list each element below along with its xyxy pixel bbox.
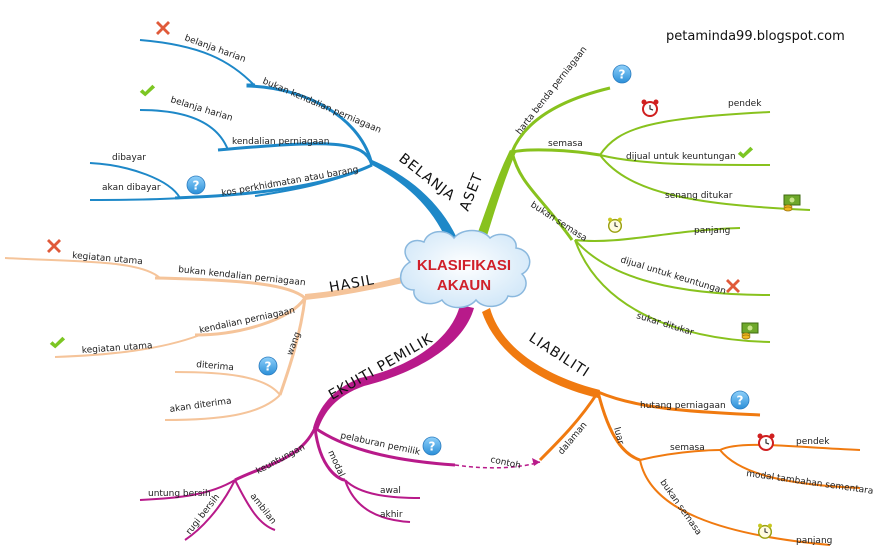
- belanja-dibayar: dibayar: [112, 153, 146, 163]
- aset-dijual-2: dijual untuk keuntungan: [619, 255, 727, 297]
- belanja-bukan-kendalian: bukan kendalian perniagaan: [261, 77, 383, 136]
- center-cloud: [400, 229, 531, 309]
- ekuiti-akhir: akhir: [380, 510, 403, 520]
- liabiliti-hutang: hutang perniagaan: [640, 401, 726, 411]
- ekuiti-keuntungan: keuntungan: [255, 443, 307, 477]
- center-title-line2: AKAUN: [437, 277, 491, 294]
- question-icon: [730, 390, 750, 410]
- liabiliti-semasa: semasa: [670, 443, 705, 453]
- check-icon: [737, 146, 754, 159]
- cross-icon: [47, 239, 61, 253]
- ekuiti-contoh: contoh: [489, 455, 521, 471]
- hasil-kegiatan-1: kegiatan utama: [72, 251, 143, 267]
- belanja-akan-dibayar: akan dibayar: [102, 183, 161, 193]
- belanja-harian-2: belanja harian: [169, 95, 234, 123]
- question-icon: [422, 436, 442, 456]
- center-title-line1: KLASIFIKASI: [417, 257, 511, 274]
- aset-semasa: semasa: [548, 139, 583, 149]
- branch-name-ekuiti: EKUITI PEMILIK: [326, 331, 436, 404]
- ekuiti-modal: modal: [325, 449, 346, 479]
- hasil-kegiatan-2: kegiatan utama: [82, 341, 153, 356]
- belanja-kendalian: kendalian perniagaan: [232, 137, 329, 147]
- branch-aset: ASET harta benda perniagaan semasa pende…: [457, 45, 811, 343]
- aset-panjang: panjang: [694, 226, 730, 236]
- belanja-kos: kos perkhidmatan atau barang: [221, 165, 360, 199]
- liabiliti-trunk: [482, 308, 600, 398]
- aset-bukan-semasa: bukan semasa: [528, 200, 588, 244]
- ekuiti-rugi: rugi bersih: [184, 493, 222, 537]
- branch-name-hasil: HASIL: [328, 272, 376, 296]
- ekuiti-trunk: [313, 305, 474, 430]
- branch-name-aset: ASET: [457, 171, 487, 214]
- hasil-wang: wang: [285, 331, 303, 357]
- hasil-trunk: [305, 276, 408, 300]
- aset-harta: harta benda perniagaan: [514, 45, 589, 137]
- check-icon: [139, 84, 156, 97]
- check-icon: [49, 336, 66, 349]
- money-icon: [741, 322, 759, 340]
- aset-senang: senang ditukar: [665, 191, 733, 201]
- hasil-kendalian: kendalian perniagaan: [199, 306, 296, 336]
- center-node: KLASIFIKASI AKAUN: [400, 229, 531, 309]
- question-icon: [258, 356, 278, 376]
- ekuiti-awal: awal: [380, 486, 401, 496]
- hasil-diterima: diterima: [196, 360, 234, 373]
- alarm-clock-icon: [756, 432, 776, 451]
- liabiliti-panjang: panjang: [796, 536, 832, 546]
- liabiliti-pendek: pendek: [796, 437, 830, 447]
- branch-belanja: BELANJA bukan kendalian perniagaan belan…: [89, 21, 462, 255]
- liabiliti-luar: luar: [611, 426, 625, 446]
- branch-ekuiti: EKUITI PEMILIK pelaburan pemilik contoh …: [139, 305, 541, 541]
- clock-icon: [607, 216, 623, 233]
- hasil-akan-diterima: akan diterima: [169, 396, 232, 415]
- liabiliti-bukan-semasa: bukan semasa: [658, 478, 704, 537]
- cross-icon: [156, 21, 170, 35]
- site-label: petaminda99.blogspot.com: [666, 29, 845, 44]
- aset-dijual-1: dijual untuk keuntungan: [626, 152, 736, 162]
- hasil-bukan-kendalian: bukan kendalian perniagaan: [178, 265, 306, 288]
- branch-liabiliti: LIABILITI hutang perniagaan dalaman luar…: [482, 308, 874, 546]
- question-icon: [612, 64, 632, 84]
- ekuiti-untung: untung bersih: [148, 489, 211, 499]
- clock-icon: [757, 522, 773, 539]
- question-icon: [186, 175, 206, 195]
- liabiliti-modal-tambahan: modal tambahan sementara: [746, 469, 874, 497]
- alarm-clock-icon: [640, 98, 660, 117]
- cross-icon: [726, 279, 740, 293]
- aset-trunk: [472, 150, 516, 252]
- aset-sukar: sukar ditukar: [635, 311, 695, 338]
- aset-pendek: pendek: [728, 99, 762, 109]
